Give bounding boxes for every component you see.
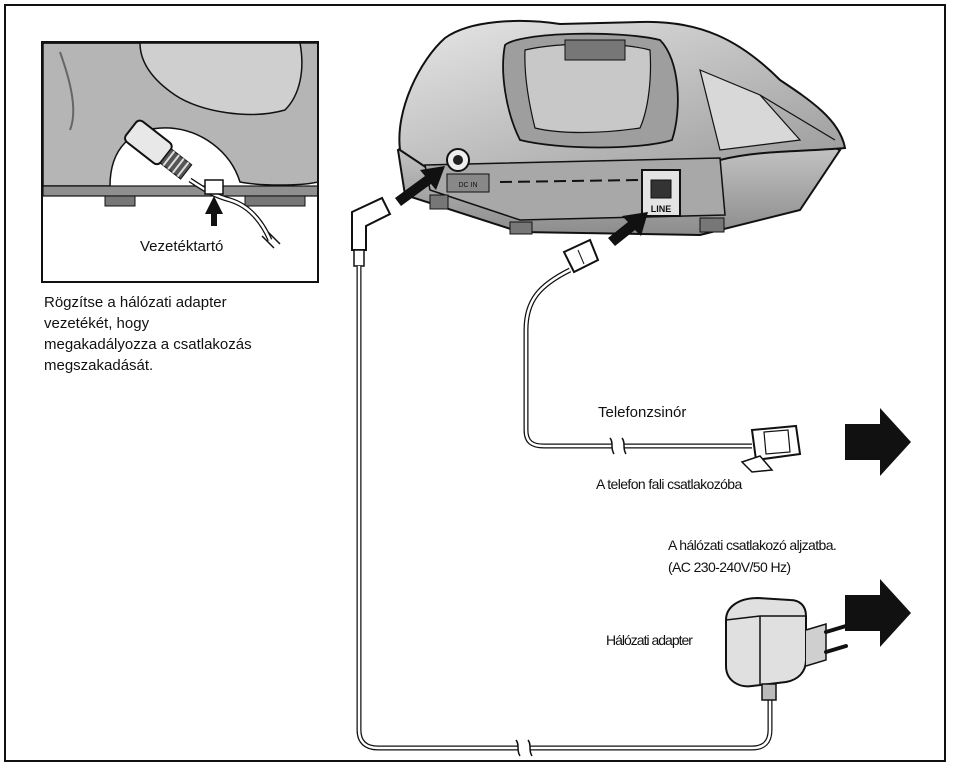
note-line-1: Rögzítse a hálózati adapter	[44, 294, 227, 311]
outlet-label-line2: (AC 230-240V/50 Hz)	[668, 559, 791, 575]
diagonal-arrow-icon	[395, 166, 445, 206]
line-port-label: LINE	[651, 204, 672, 214]
note-line-2: vezetékét, hogy	[44, 315, 150, 332]
diagram-frame	[4, 4, 946, 762]
adapter-cable	[351, 196, 773, 757]
phone-cord	[523, 238, 802, 473]
right-arrow-icon	[845, 579, 911, 647]
dc-port: DC IN	[446, 148, 490, 193]
up-arrow-icon	[205, 196, 223, 226]
note-line-4: megszakadását.	[44, 357, 154, 374]
adapter-label: Hálózati adapter	[606, 632, 693, 648]
dc-port-label: DC IN	[458, 182, 477, 189]
wall-jack-label: A telefon fali csatlakozóba	[596, 476, 742, 492]
cord-holder-note: Rögzítse a hálózati adapter vezetékét, h…	[44, 292, 344, 376]
note-line-3: megakadályozza a csatlakozás	[44, 336, 252, 353]
phone-cord-label: Telefonzsinór	[598, 404, 687, 421]
inset-detail	[41, 41, 319, 283]
outlet-label-line1: A hálózati csatlakozó aljzatba.	[668, 537, 837, 553]
diagonal-arrow-icon	[608, 212, 648, 246]
right-arrow-icon	[845, 408, 911, 476]
line-port: LINE	[641, 169, 681, 217]
base-unit: DC IN LINE	[396, 19, 847, 237]
cord-holder-label: Vezetéktartó	[140, 238, 224, 255]
ac-adapter	[725, 596, 848, 701]
